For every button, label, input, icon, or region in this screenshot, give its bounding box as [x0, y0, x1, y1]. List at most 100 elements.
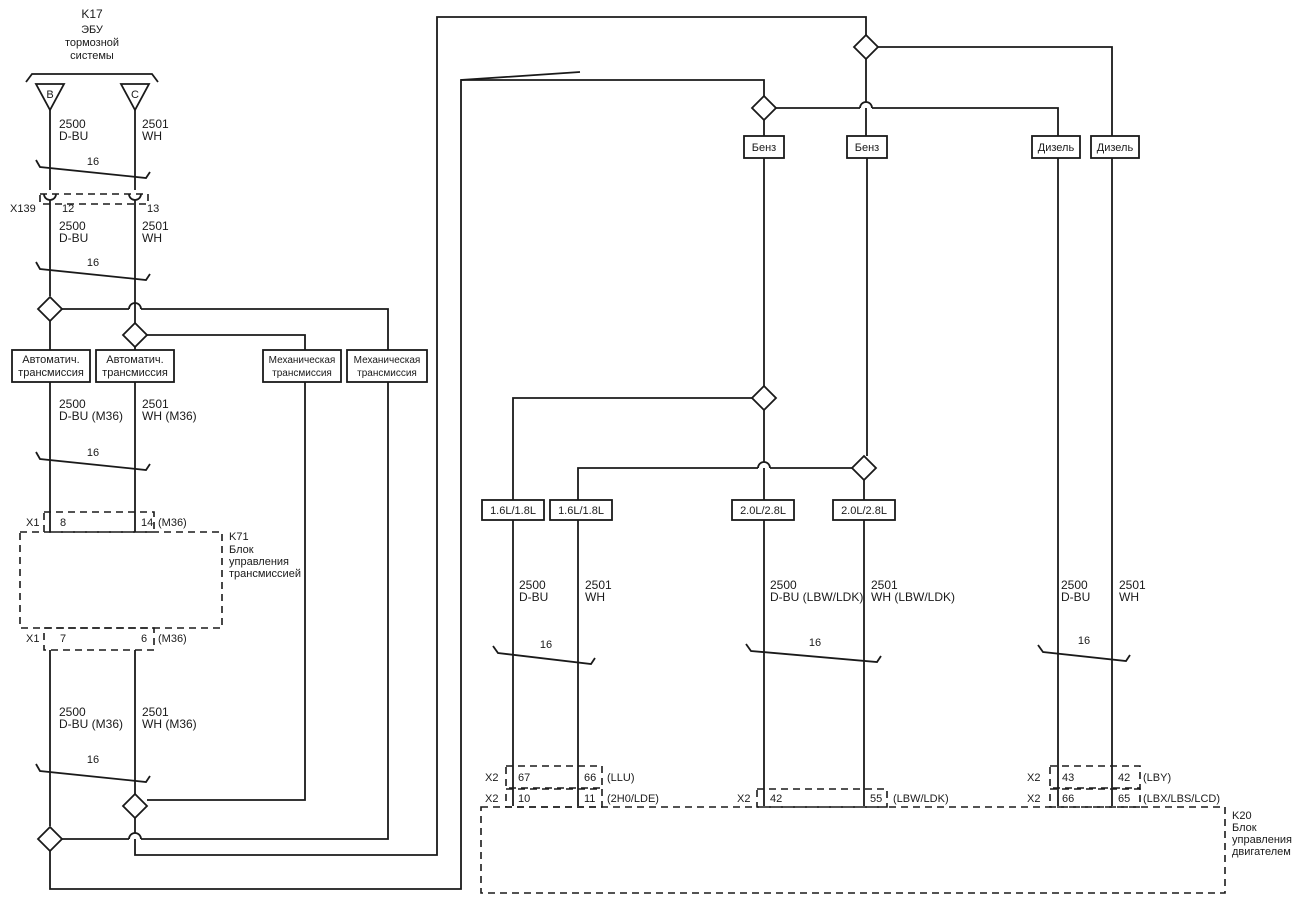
ecm-conn-g1-row1 [505, 765, 603, 789]
ecm-feed-wires [461, 33, 1113, 136]
option-auto-trans-2-line2: трансмиссия [102, 367, 168, 379]
ecm-g2-note: (LBW/LDK) [893, 793, 949, 805]
ecm-conn-g3-row2 [1049, 788, 1141, 808]
ecm-pin-42-lby: 42 [1118, 772, 1130, 784]
wire-2500-m36-circuit-1: 2500 [59, 397, 86, 411]
wire-2500-color-2: D-BU [59, 231, 88, 245]
wire-2501-m36-circuit-1: 2501 [142, 397, 169, 411]
splice1-to-manual-right [141, 308, 389, 350]
splice-2500-engine [750, 384, 778, 412]
wire-2500-circuit-2: 2500 [59, 219, 86, 233]
left-wires: 2500 D-BU 2501 WH 16 X139 12 13 2500 D-B… [10, 110, 389, 350]
twist-label-6: 16 [809, 637, 821, 649]
ecm-conn-g1-ref-2: X2 [485, 793, 498, 805]
fuel-option-boxes: Бенз Бенз Дизель Дизель [743, 135, 1140, 159]
ecm-conn-g2 [756, 788, 888, 808]
option-engine-small-2 [549, 499, 613, 521]
ecm-pin-11: 11 [584, 793, 595, 805]
ecm-g1-row2-note: (2H0/LDE) [607, 793, 659, 805]
tcm-pin-6: 6 [141, 633, 147, 645]
petrol-2501-small-engine [577, 467, 758, 500]
tcm-ref: K71 [229, 531, 249, 543]
wire-2501-to-ecm [134, 16, 867, 856]
wire-2501-color-1: WH [142, 129, 162, 143]
splice-2501-top [121, 321, 149, 349]
engine-option-boxes: 1.6L/1.8L 1.6L/1.8L 2.0L/2.8L 2.0L/2.8L [481, 499, 896, 521]
splice-2501-main [852, 33, 880, 61]
twist-marker-7 [1037, 644, 1131, 662]
brake-ecu-pin-b-symbol [34, 83, 66, 112]
tcm-pin-14: 14 [141, 517, 153, 529]
ecm-conn-g3-row1 [1049, 765, 1141, 789]
ecm-g1-row1-note: (LLU) [607, 772, 635, 784]
brake-ecu-section: K17 ЭБУ тормозной системы B C [25, 7, 159, 112]
tcm-wires: 2500 D-BU (M36) 2501 WH (M36) 16 [35, 382, 389, 840]
ecm-pin-55: 55 [870, 793, 882, 805]
twist-label-7: 16 [1078, 635, 1090, 647]
ecm-wire-2501-small-circuit: 2501 [585, 578, 612, 592]
ecm-pin-65: 65 [1118, 793, 1130, 805]
ecm-pin-10: 10 [518, 793, 530, 805]
brake-ecu-pin-b-label: B [46, 89, 53, 101]
option-auto-trans-2-line1: Автоматич. [106, 354, 163, 366]
twist-label-3: 16 [87, 447, 99, 459]
option-manual-trans-2-line2: трансмиссия [357, 368, 417, 379]
twist-marker-6 [745, 643, 882, 663]
tcm-connector-bottom-ref: X1 [26, 633, 39, 645]
brake-ecu-bracket [25, 73, 159, 83]
ecm-wire-2501-large-color: WH (LBW/LDK) [871, 590, 955, 604]
ecm-wire-2501-small-color: WH [585, 590, 605, 604]
ecm-wire-2500-large-circuit: 2500 [770, 578, 797, 592]
brake-ecu-pin-c-label: C [131, 89, 139, 101]
option-engine-small-1-label: 1.6L/1.8L [490, 505, 536, 517]
ecm-module: X2 X2 67 66 (LLU) 10 11 (2H0/LDE) X2 42 … [480, 765, 1292, 894]
splice-2501-bottom [121, 792, 149, 820]
trans-option-boxes: Автоматич. трансмиссия Автоматич. трансм… [11, 349, 428, 383]
tcm-name-2: управления [229, 556, 289, 568]
crossover-2501-engine [757, 461, 771, 469]
ecm-g3-row1-note: (LBY) [1143, 772, 1171, 784]
ecm-conn-g3-ref-2: X2 [1027, 793, 1040, 805]
wire-2500-m36-circuit-2: 2500 [59, 705, 86, 719]
wire-2500-m36-color-1: D-BU (M36) [59, 409, 123, 423]
ecm-wire-2500-diesel-color: D-BU [1061, 590, 1090, 604]
petrol-branch-wires [512, 158, 878, 500]
ecm-pin-66-llu: 66 [584, 772, 596, 784]
ecm-pin-67: 67 [518, 772, 530, 784]
twist-marker-2 [35, 261, 151, 281]
ecm-wire-2500-large-color: D-BU (LBW/LDK) [770, 590, 863, 604]
wire-2501-circuit-1: 2501 [142, 117, 169, 131]
wire-2501-m36-color-1: WH (M36) [142, 409, 197, 423]
ecm-pin-42-lbw: 42 [770, 793, 782, 805]
wire-2500-m36-color-2: D-BU (M36) [59, 717, 123, 731]
twist-label-4: 16 [87, 754, 99, 766]
feed-2501-diesel [878, 46, 1113, 136]
tcm-name-1: Блок [229, 544, 254, 556]
option-auto-trans-1 [11, 349, 91, 383]
x139-pin-12-socket [43, 193, 57, 201]
splice-2501-engine [850, 454, 878, 482]
option-diesel-2-label: Дизель [1097, 142, 1134, 154]
option-petrol-1-label: Бенз [752, 142, 776, 154]
wire-2500-color-1: D-BU [59, 129, 88, 143]
option-manual-trans-1-line1: Механическая [269, 355, 336, 366]
brake-ecu-pin-c-symbol [119, 83, 151, 112]
tcm-module: X1 8 14 (M36) K71 Блок управления трансм… [19, 511, 301, 651]
feed-2500-diesel [872, 107, 1059, 136]
ecm-wire-2501-diesel-color: WH [1119, 590, 1139, 604]
brake-ecu-name-3: системы [70, 50, 114, 62]
splice2-to-manual-left [147, 334, 306, 350]
crossover-2500-top [859, 101, 873, 109]
twist-marker-5 [492, 645, 596, 665]
crossover-2501-a [128, 302, 142, 310]
ecm-g3-row2-note: (LBX/LBS/LCD) [1143, 793, 1220, 805]
ecm-name-3: двигателем [1232, 846, 1291, 858]
petrol-2500-small-engine [512, 397, 752, 500]
splice-2500-main [750, 94, 778, 122]
ecm-wire-2501-large-circuit: 2501 [871, 578, 898, 592]
brake-ecu-name-2: тормозной [65, 37, 119, 49]
x139-pin-12: 12 [62, 203, 74, 215]
twist-marker-4 [35, 763, 151, 783]
option-diesel-1 [1031, 135, 1081, 159]
